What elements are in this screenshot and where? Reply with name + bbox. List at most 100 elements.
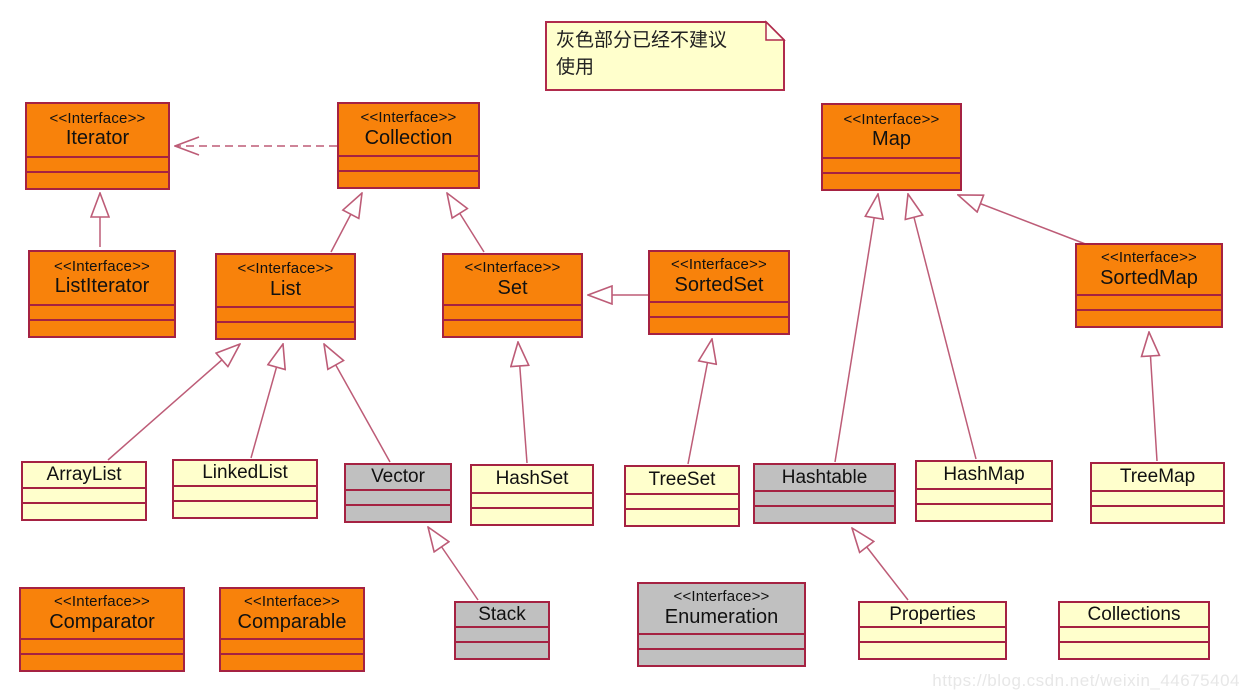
- attributes-compartment: [346, 489, 450, 504]
- edge-treemap-sortedmap: [1149, 332, 1157, 462]
- attributes-compartment: [626, 493, 738, 508]
- box-title: LinkedList: [174, 461, 316, 485]
- class-box-properties: Properties: [858, 601, 1007, 660]
- class-name: Properties: [889, 603, 976, 625]
- attributes-compartment: [339, 155, 478, 170]
- attributes-compartment: [221, 638, 363, 653]
- class-name: Iterator: [65, 127, 130, 150]
- class-name: LinkedList: [202, 462, 288, 484]
- attributes-compartment: [823, 157, 960, 172]
- stereotype-label: <<Interface>>: [670, 256, 767, 274]
- methods-compartment: [444, 319, 581, 336]
- stereotype-label: <<Interface>>: [243, 593, 340, 611]
- box-title: <<Interface>> Collection: [339, 104, 478, 155]
- edge-hashset-set: [518, 342, 527, 464]
- stereotype-label: <<Interface>>: [360, 109, 457, 127]
- methods-compartment: [346, 504, 450, 521]
- class-name: Set: [497, 276, 528, 299]
- class-name: Vector: [371, 466, 425, 488]
- attributes-compartment: [217, 306, 354, 321]
- class-box-collections: Collections: [1058, 601, 1210, 660]
- box-title: HashSet: [472, 466, 592, 492]
- class-name: SortedMap: [1100, 266, 1198, 289]
- box-title: <<Interface>> Enumeration: [639, 584, 804, 633]
- methods-compartment: [1077, 309, 1221, 326]
- edge-treeset-sortedset: [687, 339, 712, 465]
- methods-compartment: [174, 500, 316, 517]
- box-title: <<Interface>> Set: [444, 255, 581, 304]
- methods-compartment: [27, 171, 168, 188]
- attributes-compartment: [639, 633, 804, 648]
- class-name: Comparator: [49, 610, 155, 633]
- edge-properties-hashtable: [852, 528, 909, 601]
- class-name: SortedSet: [674, 273, 764, 296]
- class-box-hashtable: Hashtable: [753, 463, 896, 524]
- class-box-enumeration: <<Interface>> Enumeration: [637, 582, 806, 667]
- stereotype-label: <<Interface>>: [673, 588, 770, 606]
- note-shape: [545, 20, 786, 91]
- methods-compartment: [472, 507, 592, 524]
- edge-hashtable-map: [834, 194, 878, 463]
- attributes-compartment: [1077, 294, 1221, 309]
- class-name: HashMap: [943, 464, 1025, 486]
- class-box-treemap: TreeMap: [1090, 462, 1225, 524]
- methods-compartment: [650, 316, 788, 333]
- methods-compartment: [823, 172, 960, 189]
- class-name: Stack: [478, 603, 526, 625]
- edge-arraylist-list: [107, 344, 240, 461]
- class-box-arraylist: ArrayList: [21, 461, 147, 521]
- edge-set-collection: [447, 193, 485, 253]
- stereotype-label: <<Interface>>: [53, 257, 150, 275]
- class-name: ArrayList: [46, 464, 122, 486]
- class-name: Hashtable: [781, 466, 868, 488]
- attributes-compartment: [650, 301, 788, 316]
- attributes-compartment: [472, 492, 592, 507]
- stereotype-label: <<Interface>>: [464, 259, 561, 277]
- box-title: <<Interface>> Comparator: [21, 589, 183, 638]
- edge-hashmap-map: [908, 194, 977, 460]
- class-name: Collection: [364, 126, 453, 149]
- note-text: 灰色部分已经不建议 使用: [556, 30, 728, 78]
- class-box-listiterator: <<Interface>> ListIterator: [28, 250, 176, 338]
- methods-compartment: [221, 653, 363, 670]
- edge-sortedmap-map: [958, 195, 1089, 246]
- box-title: HashMap: [917, 462, 1051, 488]
- methods-compartment: [860, 641, 1005, 658]
- box-title: <<Interface>> List: [217, 255, 354, 306]
- methods-compartment: [917, 503, 1051, 520]
- class-box-treeset: TreeSet: [624, 465, 740, 527]
- box-title: Vector: [346, 465, 450, 489]
- class-box-iterator: <<Interface>> Iterator: [25, 102, 170, 190]
- methods-compartment: [30, 319, 174, 336]
- edge-linkedlist-list: [250, 344, 283, 459]
- box-title: <<Interface>> Map: [823, 105, 960, 157]
- box-title: <<Interface>> SortedSet: [650, 252, 788, 301]
- stereotype-label: <<Interface>>: [237, 260, 334, 278]
- box-title: <<Interface>> Iterator: [27, 104, 168, 156]
- stereotype-label: <<Interface>>: [53, 593, 150, 611]
- attributes-compartment: [860, 626, 1005, 641]
- csdn-watermark: https://blog.csdn.net/weixin_44675404: [932, 671, 1240, 690]
- class-box-vector: Vector: [344, 463, 452, 523]
- attributes-compartment: [30, 304, 174, 319]
- box-title: <<Interface>> Comparable: [221, 589, 363, 638]
- class-name: Collections: [1087, 603, 1181, 625]
- methods-compartment: [626, 508, 738, 525]
- class-name: TreeSet: [648, 469, 716, 491]
- box-title: Collections: [1060, 603, 1208, 626]
- attributes-compartment: [27, 156, 168, 171]
- box-title: TreeMap: [1092, 464, 1223, 490]
- class-box-list: <<Interface>> List: [215, 253, 356, 340]
- box-title: Hashtable: [755, 465, 894, 490]
- attributes-compartment: [1060, 626, 1208, 641]
- class-box-hashmap: HashMap: [915, 460, 1053, 522]
- stereotype-label: <<Interface>>: [843, 110, 940, 128]
- class-name: Enumeration: [664, 605, 779, 628]
- class-box-hashset: HashSet: [470, 464, 594, 526]
- attributes-compartment: [1092, 490, 1223, 505]
- box-title: ArrayList: [23, 463, 145, 487]
- class-box-set: <<Interface>> Set: [442, 253, 583, 338]
- class-box-comparable: <<Interface>> Comparable: [219, 587, 365, 672]
- methods-compartment: [23, 502, 145, 519]
